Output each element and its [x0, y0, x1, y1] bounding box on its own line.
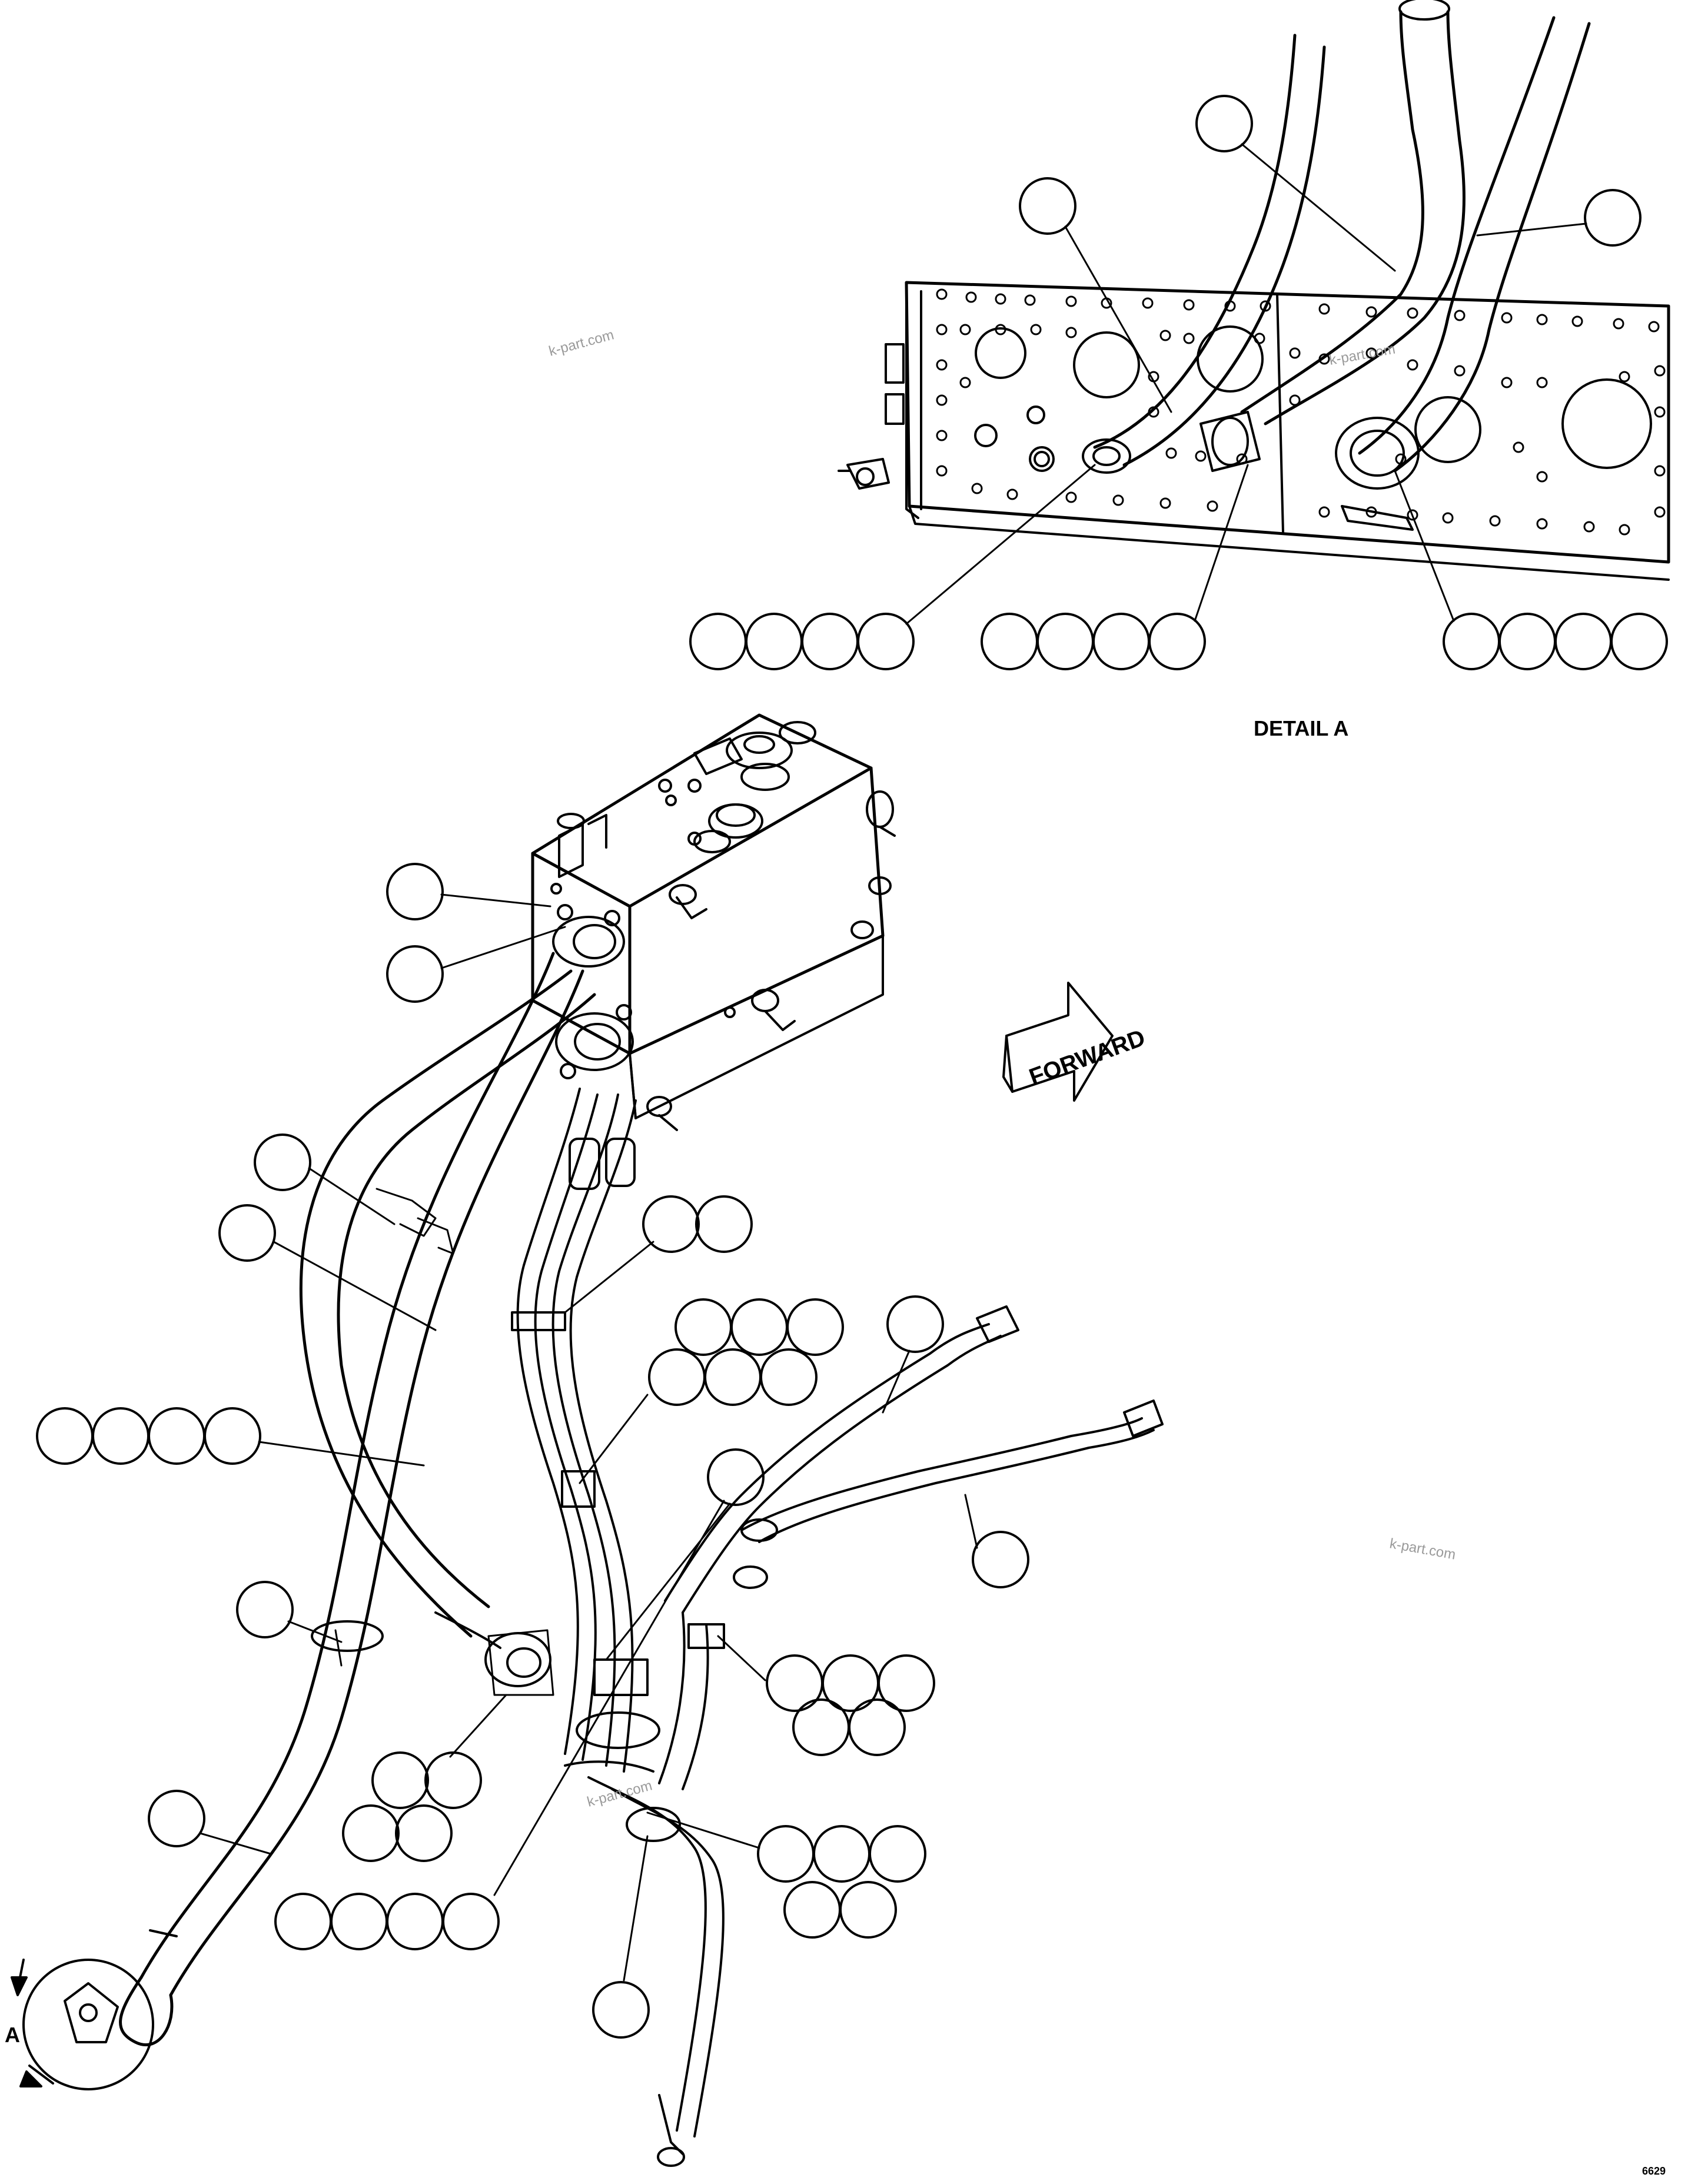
figure-number: 6629 [1642, 2165, 1666, 2177]
detail-a-plate [838, 281, 1670, 581]
watermark-3: k-part.com [1388, 1535, 1457, 1563]
pilot-hoses [511, 1088, 725, 2167]
right-hoses [564, 1305, 1164, 1790]
control-valve [531, 713, 896, 1131]
detail-a-label: DETAIL A [1254, 716, 1348, 740]
view-a-marker: A [5, 2023, 20, 2047]
forward-arrow [1002, 982, 1114, 1102]
view-a-arrows [11, 1959, 54, 2087]
leader-lines [199, 143, 1587, 1982]
watermark-1: k-part.com [547, 327, 616, 359]
callout-balloons [36, 95, 1668, 2039]
main-hoses [22, 952, 596, 2090]
detail-a-hoses [1082, 0, 1591, 531]
